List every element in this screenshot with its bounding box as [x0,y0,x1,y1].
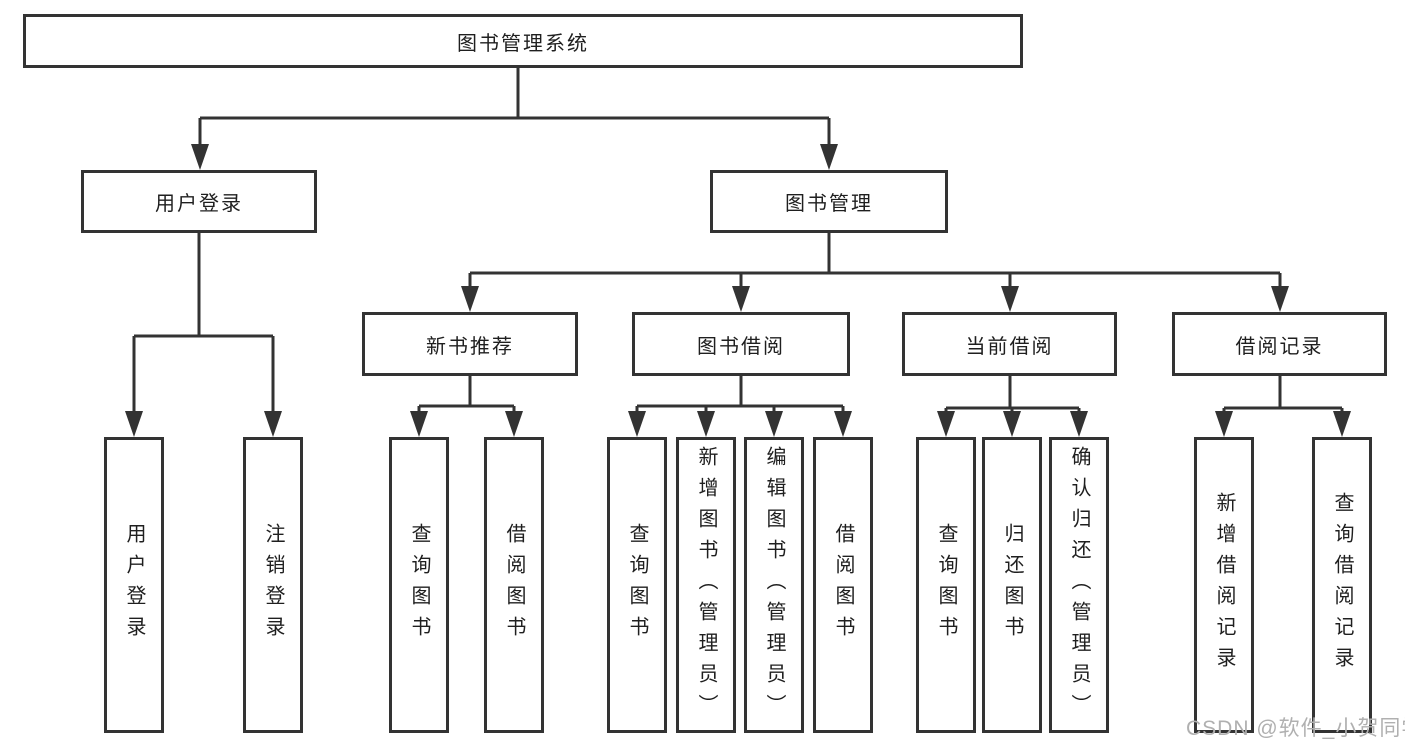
node-label: 查询借阅记录 [1331,492,1353,678]
leaf-user-login: 用户登录 [104,437,164,733]
node-label: 注销登录 [262,523,284,647]
leaf-borrow-books-2: 借阅图书 [813,437,873,733]
node-label: 图书管理 [785,193,873,215]
node-label: 借阅图书 [503,523,525,647]
node-label: 图书借阅 [697,335,785,358]
node-label: 借阅图书 [832,523,854,647]
node-label: 确认归还（管理员） [1068,445,1090,725]
node-label: 当前借阅 [965,335,1054,358]
node-label: 归还图书 [1001,523,1023,647]
csdn-watermark: CSDN @软件_小贺同学 [1186,717,1405,740]
node-label: 借阅记录 [1235,335,1324,358]
node-root-library-system: 图书管理系统 [23,14,1023,68]
node-label: 编辑图书（管理员） [763,445,785,725]
node-label: 查询图书 [935,523,957,647]
node-label: 查询图书 [626,523,648,647]
leaf-return-book: 归还图书 [982,437,1042,733]
node-label: 新书推荐 [426,335,514,358]
node-current-borrowing: 当前借阅 [902,312,1117,376]
node-new-book-recommend: 新书推荐 [362,312,578,376]
node-label: 新增图书（管理员） [695,445,717,725]
leaf-confirm-return-admin: 确认归还（管理员） [1049,437,1109,733]
node-label: 新增借阅记录 [1213,492,1235,678]
leaf-search-borrow-record: 查询借阅记录 [1312,437,1372,733]
node-label: 查询图书 [408,523,430,647]
leaf-borrow-books-1: 借阅图书 [484,437,544,733]
leaf-search-books-1: 查询图书 [389,437,449,733]
leaf-logout: 注销登录 [243,437,303,733]
node-user-login: 用户登录 [81,170,317,233]
leaf-edit-book-admin: 编辑图书（管理员） [744,437,804,733]
node-borrowing-records: 借阅记录 [1172,312,1387,376]
leaf-add-book-admin: 新增图书（管理员） [676,437,736,733]
node-label: 用户登录 [155,193,243,215]
leaf-add-borrow-record: 新增借阅记录 [1194,437,1254,733]
node-label: 用户登录 [123,523,145,647]
node-book-management: 图书管理 [710,170,948,233]
node-label: 图书管理系统 [457,32,589,55]
leaf-search-books-2: 查询图书 [607,437,667,733]
node-book-borrowing: 图书借阅 [632,312,850,376]
leaf-search-books-3: 查询图书 [916,437,976,733]
